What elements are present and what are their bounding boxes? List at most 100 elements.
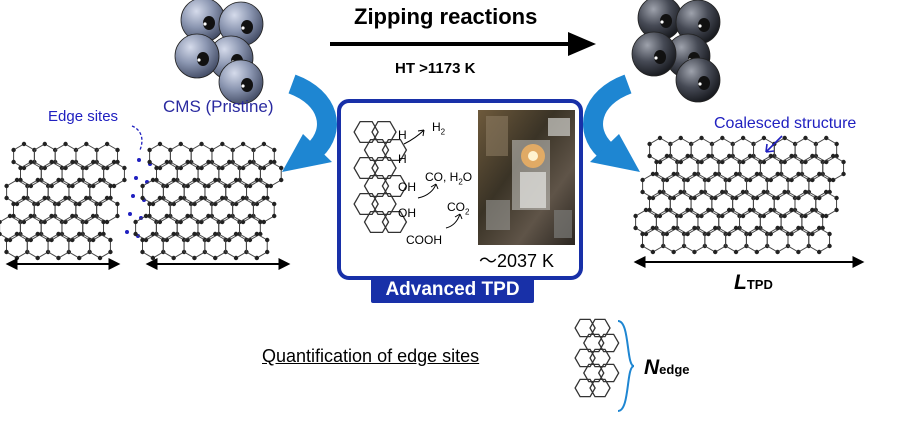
carbon-atom	[678, 135, 683, 141]
carbon-atom	[254, 231, 260, 237]
carbon-atom	[640, 177, 645, 183]
hex-ring	[697, 209, 720, 235]
right-curved-arrow	[583, 74, 640, 172]
sphere-pore	[698, 18, 710, 32]
carbon-atom	[254, 255, 260, 261]
carbon-atom	[115, 147, 120, 153]
carbon-atom	[647, 153, 652, 159]
carbon-atom	[171, 255, 176, 261]
carbon-atom	[633, 213, 638, 219]
hex-ring	[26, 179, 49, 205]
quantification-label: Quantification of edge sites	[262, 346, 480, 366]
carbon-atom	[104, 141, 110, 147]
hex-ring	[75, 143, 98, 169]
carbon-atom	[268, 183, 274, 189]
carbon-atom	[671, 225, 676, 231]
carbon-atom	[77, 177, 82, 183]
edge-site-atom	[134, 176, 138, 180]
hex-ring	[649, 137, 671, 163]
carbon-atom	[122, 177, 127, 183]
hex-ring	[676, 209, 699, 235]
hex-ring	[683, 227, 706, 253]
hex-ring	[6, 179, 28, 205]
carbon-atom	[279, 177, 284, 183]
coalesced-pointer	[765, 135, 783, 153]
carbon-atom	[91, 159, 96, 165]
sphere-highlight	[197, 58, 201, 62]
hex-ring	[33, 143, 56, 169]
hex-ring	[739, 155, 761, 181]
carbon-atom	[727, 153, 732, 159]
carbon-atom	[108, 183, 113, 189]
carbon-atom	[272, 147, 277, 153]
carbon-atom	[733, 225, 739, 231]
carbon-atom	[720, 189, 725, 195]
hex-ring	[142, 233, 164, 259]
carbon-atom	[827, 177, 832, 183]
hex-ring	[246, 179, 268, 205]
molecule-ring	[574, 378, 596, 398]
carbon-atom	[796, 249, 801, 255]
carbon-atom	[678, 189, 683, 195]
nedge-brace	[617, 320, 635, 412]
hex-ring	[759, 209, 782, 235]
product-h2: H2	[432, 120, 446, 137]
carbon-atom	[18, 165, 23, 171]
molecule-ring	[583, 363, 605, 383]
carbon-atom	[21, 141, 27, 147]
sphere-pore	[654, 50, 666, 64]
molecule-ring	[589, 378, 611, 398]
carbon-atom	[643, 207, 649, 213]
hex-ring	[676, 155, 699, 181]
carbon-atom	[4, 237, 9, 243]
carbon-atom	[199, 141, 204, 147]
carbon-atom	[699, 135, 704, 141]
carbon-atom	[841, 171, 846, 177]
carbon-atom	[178, 141, 183, 147]
hex-ring	[642, 173, 664, 199]
carbon-atom	[111, 159, 117, 165]
carbon-atom	[789, 207, 794, 213]
carbon-atom	[97, 177, 103, 183]
carbon-atom	[164, 213, 169, 219]
carbon-atom	[14, 231, 20, 237]
hex-ring	[642, 227, 664, 253]
carbon-atom	[827, 243, 832, 249]
hex-ring	[683, 173, 706, 199]
hex-ring	[766, 173, 789, 199]
carbon-atom	[240, 141, 246, 147]
hex-ring	[773, 191, 796, 217]
molecule-ring	[353, 120, 379, 144]
carbon-atom	[664, 153, 670, 159]
ltpd-symbol: L	[734, 271, 747, 294]
carbon-atom	[654, 159, 659, 165]
carbon-atom	[803, 189, 808, 195]
molecule-ring	[363, 138, 390, 162]
molecule-structure	[353, 120, 408, 234]
carbon-atom	[192, 231, 197, 237]
carbon-atom	[143, 213, 149, 219]
graphene-sheet-left-a	[0, 141, 152, 261]
carbon-atom	[775, 249, 780, 255]
carbon-atom	[4, 195, 9, 201]
hex-ring	[746, 173, 768, 199]
carbon-atom	[111, 183, 117, 189]
hex-ring	[218, 161, 241, 187]
carbon-atom	[265, 237, 270, 243]
hex-ring	[82, 161, 105, 187]
temperature-label: ～2037 K	[479, 251, 555, 271]
carbon-atom	[101, 219, 106, 225]
hex-ring	[197, 215, 220, 241]
carbon-atom	[4, 249, 9, 255]
graphene-sheet-coalesced	[633, 135, 846, 255]
hex-ring	[718, 155, 741, 181]
carbon-atom	[11, 159, 16, 165]
carbon-atom	[706, 153, 711, 159]
carbon-atom	[720, 135, 725, 141]
molecule-ring	[353, 156, 379, 180]
carbon-atom	[841, 159, 846, 165]
carbon-atom	[154, 165, 159, 171]
sphere-pore	[660, 14, 672, 28]
